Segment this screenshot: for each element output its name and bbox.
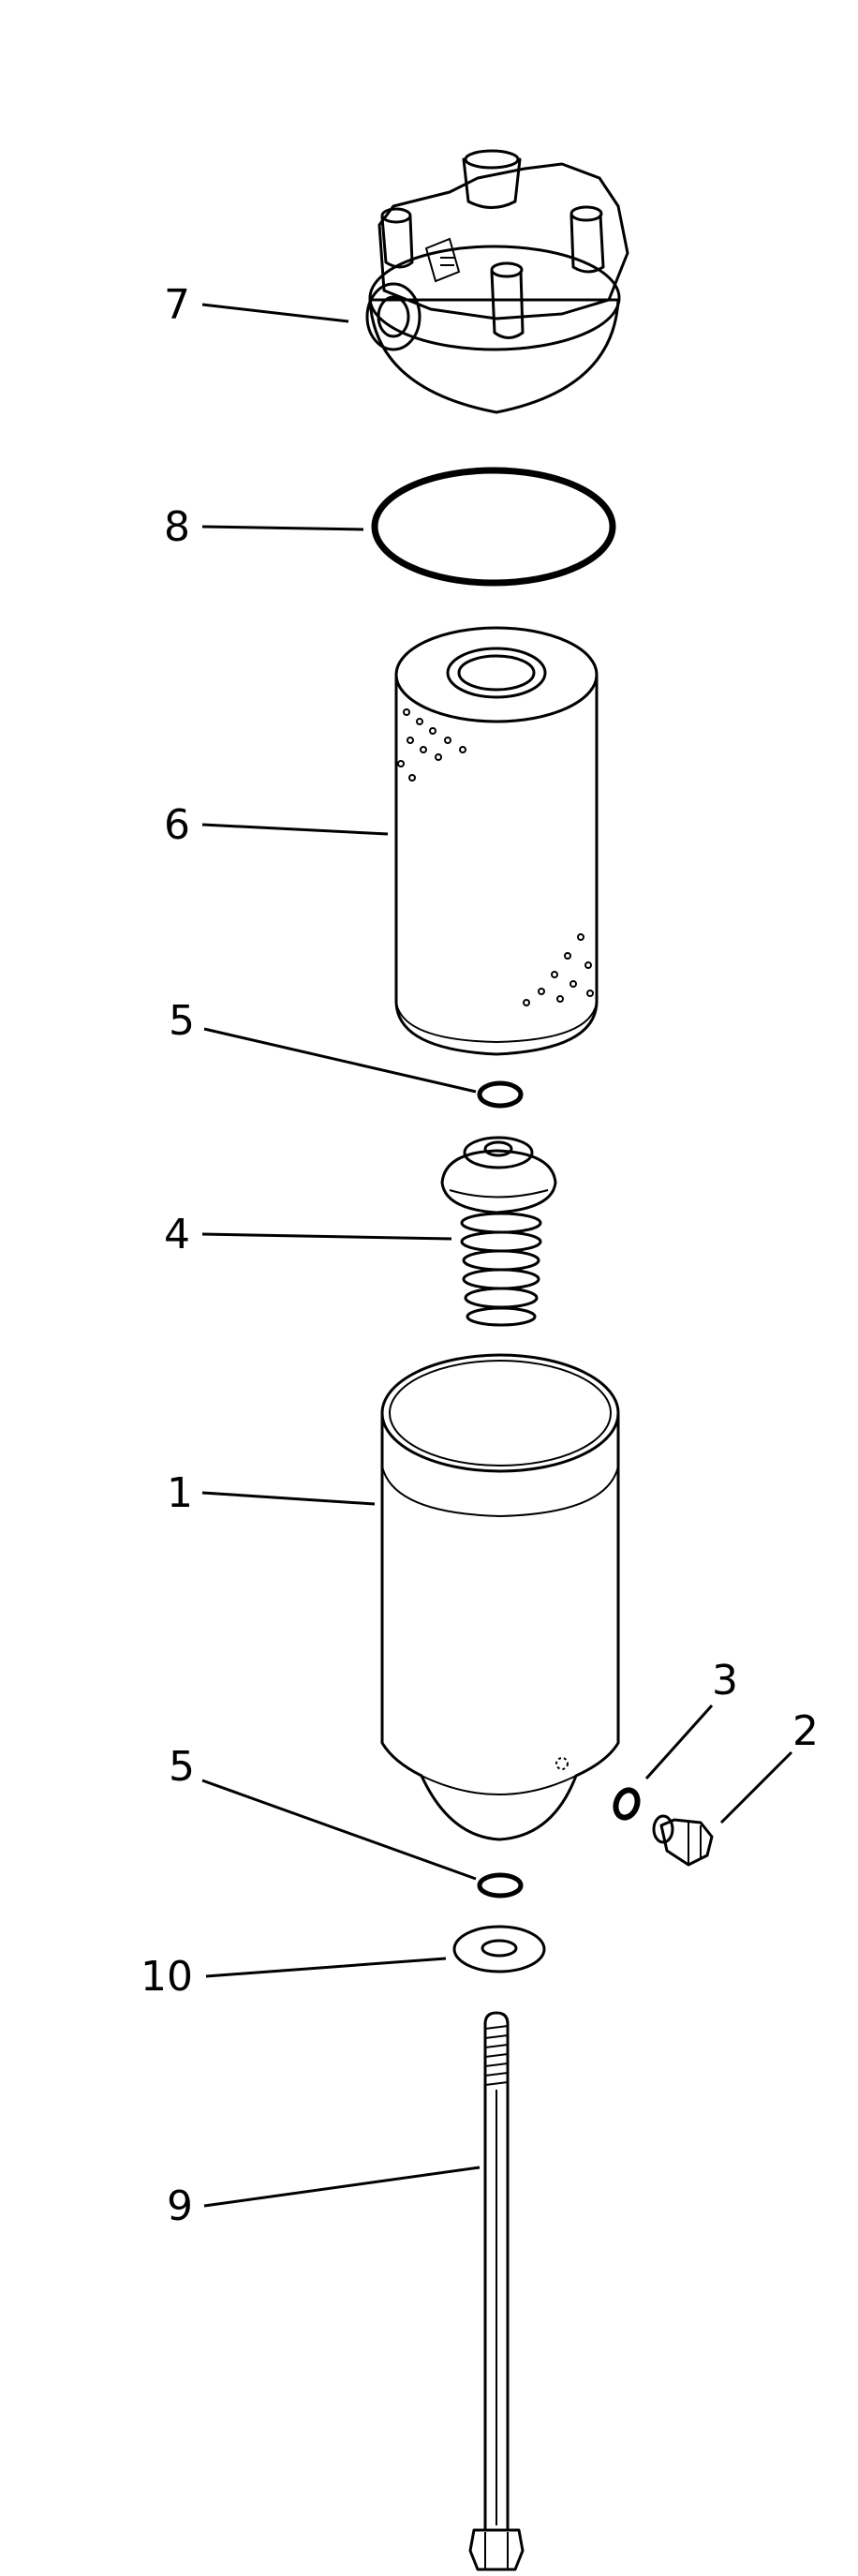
callout-labels: 7 8 6 5 4 1 3 2 5 10 9	[141, 281, 819, 2230]
perforation-dots	[397, 708, 594, 1006]
callout-6: 6	[164, 801, 190, 849]
part-10-washer	[452, 1925, 546, 1973]
callout-9: 9	[167, 2182, 193, 2230]
callout-1: 1	[167, 1469, 193, 1517]
callout-8: 8	[164, 503, 190, 551]
part-1-filter-case	[380, 1353, 620, 1841]
part-5-lower-o-ring	[477, 1872, 524, 1898]
part-8-o-ring	[371, 467, 616, 587]
spring-coils	[460, 1212, 542, 1327]
leader-lines	[201, 303, 793, 2208]
part-3-gasket	[613, 1787, 641, 1821]
part-4-spring-valve	[440, 1136, 557, 1327]
callout-3: 3	[712, 1657, 738, 1705]
callout-5-upper: 5	[169, 997, 195, 1045]
bolt-threads	[484, 2025, 509, 2086]
part-6-filter-element	[394, 626, 599, 1056]
part-7-filter-head	[365, 149, 629, 414]
callout-4: 4	[164, 1211, 190, 1258]
callout-2: 2	[792, 1707, 819, 1755]
part-9-center-bolt	[468, 2011, 525, 2571]
part-2-drain-plug	[652, 1814, 714, 1867]
callout-10: 10	[141, 1953, 193, 2001]
part-5-upper-o-ring	[477, 1080, 524, 1109]
callout-5-lower: 5	[169, 1743, 195, 1791]
callout-7: 7	[164, 281, 190, 329]
